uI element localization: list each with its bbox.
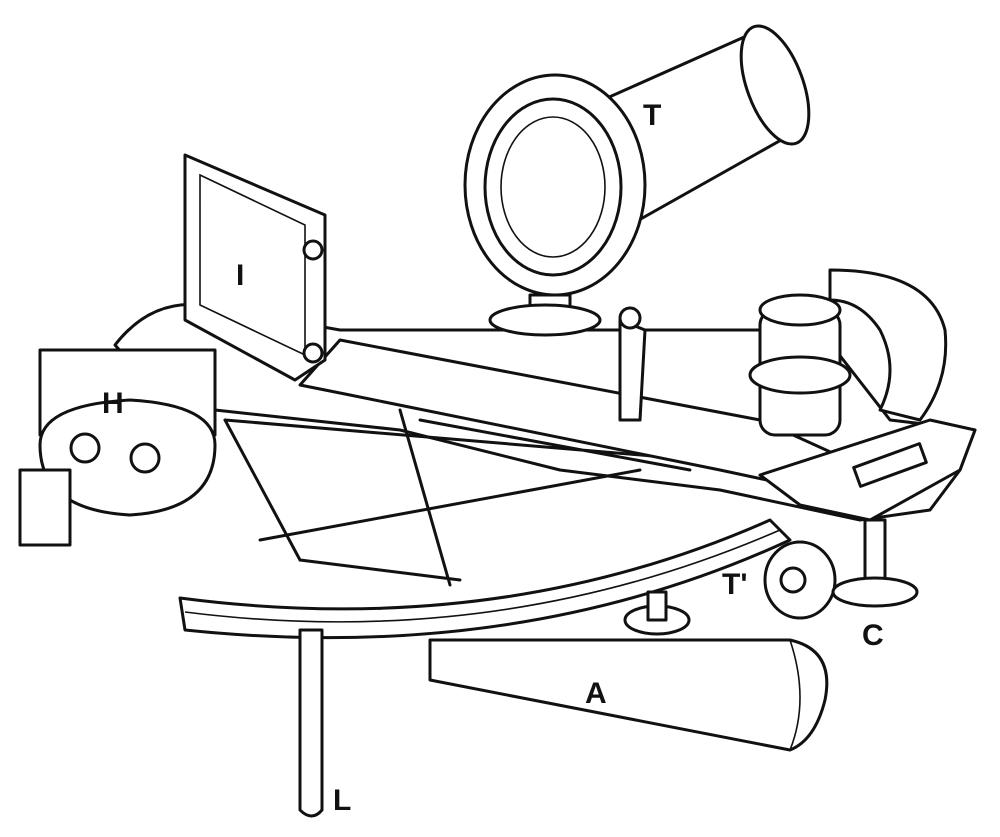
clamp: [831, 518, 919, 608]
label-clamp: C: [862, 619, 884, 652]
label-horizon-glass: H: [102, 387, 124, 420]
upper-arc: [828, 268, 948, 422]
label-leg: L: [333, 784, 351, 817]
tangent-screw: [763, 540, 837, 620]
handle: [428, 638, 829, 752]
index-glass: [183, 153, 327, 382]
telescope: [463, 24, 811, 337]
frame-struts: [223, 408, 702, 587]
label-tangent-screw: T': [722, 568, 747, 601]
label-telescope: T: [643, 99, 661, 132]
horizon-glass: [18, 348, 217, 547]
leg: [298, 628, 324, 818]
label-arc: A: [585, 677, 607, 710]
limb-arc: [178, 518, 792, 640]
label-index-glass: I: [236, 259, 244, 292]
